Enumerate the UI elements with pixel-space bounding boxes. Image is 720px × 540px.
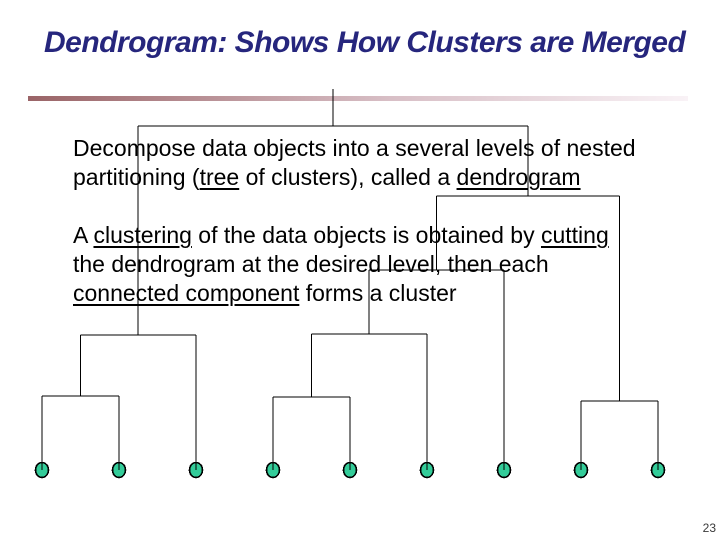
- underlined-term: clustering: [93, 222, 192, 248]
- cluster-leaf-node: [34, 461, 50, 479]
- body-paragraph-2: A clustering of the data objects is obta…: [73, 221, 609, 308]
- text-segment: A: [73, 222, 94, 248]
- text-segment: partitioning (: [73, 164, 200, 190]
- underlined-term: connected component: [73, 280, 300, 306]
- text-line: Decompose data objects into a several le…: [73, 134, 636, 163]
- cluster-leaf-node: [496, 461, 512, 479]
- text-segment: Decompose data objects into a several le…: [73, 135, 636, 161]
- underlined-term: tree: [199, 164, 240, 190]
- text-segment: of the data objects is obtained by: [191, 222, 541, 248]
- cluster-leaf-node: [265, 461, 281, 479]
- text-line: partitioning (tree of clusters), called …: [73, 163, 636, 192]
- cluster-leaf-node: [650, 461, 666, 479]
- cluster-leaf-node: [111, 461, 127, 479]
- underlined-term: cutting: [540, 222, 609, 248]
- text-segment: forms a cluster: [299, 280, 457, 306]
- cluster-leaf-node: [419, 461, 435, 479]
- cluster-leaf-node: [342, 461, 358, 479]
- text-line: connected component forms a cluster: [73, 279, 609, 308]
- text-segment: the dendrogram at the desired level, the…: [73, 251, 549, 277]
- title-accent-bar: [28, 96, 688, 101]
- text-line: A clustering of the data objects is obta…: [73, 221, 609, 250]
- underlined-term: dendrogram: [456, 164, 581, 190]
- body-paragraph-1: Decompose data objects into a several le…: [73, 134, 636, 192]
- cluster-leaf-node: [188, 461, 204, 479]
- cluster-leaf-node: [573, 461, 589, 479]
- text-segment: of clusters), called a: [239, 164, 457, 190]
- text-line: the dendrogram at the desired level, the…: [73, 250, 609, 279]
- page-number: 23: [702, 521, 716, 535]
- slide-title: Dendrogram: Shows How Clusters are Merge…: [44, 26, 686, 59]
